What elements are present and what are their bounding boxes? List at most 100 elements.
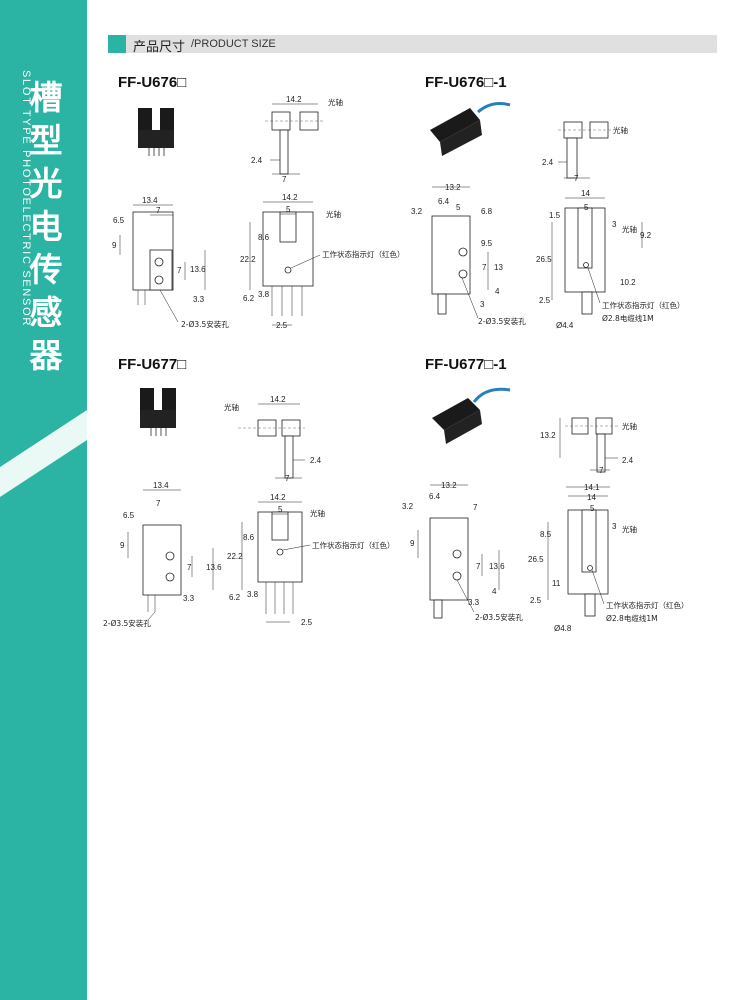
drawing-u677: 14.2 光轴 2.4 7 13.4 7 6.5 9 7 13.6 3.3 2-…: [103, 388, 395, 628]
mount-hole-label: 2-Ø3.5安装孔: [181, 319, 229, 329]
sidebar-title-char: 光: [29, 164, 63, 203]
dim-label: 13.6: [206, 563, 222, 572]
side-view-body: [429, 517, 469, 601]
dim-label: 26.5: [536, 255, 552, 264]
dim-label: 2.5: [530, 596, 542, 605]
top-view-stem: [596, 433, 606, 473]
dim-label: 9.5: [481, 239, 493, 248]
dim-label: 14.1: [584, 483, 600, 492]
dim-label: 3: [612, 220, 617, 229]
optical-axis-label: 光轴: [613, 125, 628, 135]
dim-label: 13.4: [153, 481, 169, 490]
dim-label: 7: [282, 175, 287, 184]
dim-label: 7: [156, 499, 161, 508]
dim-label: 5: [590, 504, 595, 513]
dim-label: 13: [494, 263, 503, 272]
dim-label: 5: [278, 505, 283, 514]
dim-label: 2.4: [310, 456, 322, 465]
dim-label: 14.2: [286, 95, 302, 104]
dim-label: 6.8: [481, 207, 493, 216]
model-name-u677-1: FF-U677□-1: [425, 356, 507, 373]
dim-label: 22.2: [227, 552, 243, 561]
dim-label: 3.3: [468, 598, 480, 607]
model-name-u676: FF-U676□: [118, 74, 187, 91]
front-pins: [265, 582, 294, 614]
section-title-en: /PRODUCT SIZE: [191, 38, 276, 50]
cable-stub: [584, 593, 596, 617]
product-photo-u676: [138, 108, 174, 156]
section-header: 产品尺寸 /PRODUCT SIZE: [108, 35, 717, 55]
dim-label: 6.2: [229, 593, 241, 602]
dim-label: 14: [581, 189, 590, 198]
sidebar: SLOT TYPE PHOTOELECTRIC SENSOR 槽 型 光 电 传…: [0, 0, 87, 1000]
sidebar-title-char: 电: [29, 207, 63, 246]
optical-axis-label: 光轴: [310, 508, 325, 518]
optical-axis-label: 光轴: [622, 224, 637, 234]
dim-label: 7: [599, 466, 604, 475]
cable-label: Ø2.8电缆线1M: [602, 313, 654, 323]
dim-label: 3.8: [247, 590, 259, 599]
dim-label: 4: [492, 587, 497, 596]
dim-label: 5: [584, 203, 589, 212]
dim-label: 14: [587, 493, 596, 502]
dim-label: 22.2: [240, 255, 256, 264]
sidebar-english-title: SLOT TYPE PHOTOELECTRIC SENSOR: [20, 70, 32, 327]
sidebar-title-char: 器: [29, 336, 63, 375]
cable-stub: [437, 293, 447, 315]
dim-label: 13.6: [489, 562, 505, 571]
dim-label: 6.4: [438, 197, 450, 206]
top-view-stem: [566, 137, 578, 179]
dim-label: 7: [482, 263, 487, 272]
dim-label: 2.5: [539, 296, 551, 305]
mount-hole-label: 2-Ø3.5安装孔: [103, 618, 151, 628]
dim-label: 8.5: [540, 530, 552, 539]
drawing-u676-1: 光轴 2.4 7 13.2 6.4 5 3.2 6.8 9.5 7 13 4 3…: [411, 102, 685, 330]
sidebar-title-char: 型: [29, 121, 63, 160]
sidebar-title-char: 传: [29, 250, 63, 289]
optical-axis-label: 光轴: [224, 402, 239, 412]
dim-label: 7: [574, 174, 579, 183]
sidebar-decoration: [0, 410, 87, 497]
indicator-label: 工作状态指示灯（红色）: [312, 540, 395, 550]
dim-label: 9.2: [640, 231, 652, 240]
dim-label: 3: [612, 522, 617, 531]
sidebar-title-char: 槽: [29, 78, 63, 117]
indicator-label: 工作状态指示灯（红色）: [602, 300, 685, 310]
dim-label: 7: [187, 563, 192, 572]
dim-label: 2.5: [276, 321, 288, 330]
dim-label: Ø4.8: [554, 624, 572, 633]
side-view-body: [142, 524, 182, 596]
front-pins: [271, 286, 303, 316]
mount-hole-label: 2-Ø3.5安装孔: [475, 612, 523, 622]
dim-label: 11: [552, 579, 561, 588]
product-photo-u677: [140, 388, 176, 436]
sidebar-title-char: 感: [29, 293, 63, 332]
optical-axis-label: 光轴: [328, 97, 343, 107]
top-view-stem: [279, 129, 289, 175]
drawing-u676: 14.2 光轴 2.4 7 13.4 7 6.5 9 7 13.6 3.3 2-…: [112, 95, 405, 330]
dim-label: 7: [177, 266, 182, 275]
section-title-cn: 产品尺寸: [133, 40, 186, 55]
cable-stub: [433, 599, 443, 619]
section-marker: [108, 35, 126, 53]
dim-label: 13.6: [190, 265, 206, 274]
dim-label: 7: [476, 562, 481, 571]
dim-label: 3.8: [258, 290, 270, 299]
dim-label: 13.2: [445, 183, 461, 192]
dim-label: 5: [286, 205, 291, 214]
optical-axis-label: 光轴: [326, 209, 341, 219]
dim-label: 6.5: [123, 511, 135, 520]
top-view-right: [595, 417, 613, 435]
dim-label: 7: [285, 474, 290, 483]
product-photo-u677-1: [432, 387, 511, 444]
dim-label: 8.6: [258, 233, 270, 242]
dim-label: 3.2: [411, 207, 423, 216]
side-view-inner: [149, 249, 173, 291]
dim-label: 7: [156, 206, 161, 215]
dim-label: 1.5: [549, 211, 561, 220]
dim-label: 13.2: [441, 481, 457, 490]
dim-label: 9: [120, 541, 125, 550]
dim-label: 3.3: [193, 295, 205, 304]
sidebar-chinese-title: 槽 型 光 电 传 感 器: [26, 76, 66, 377]
